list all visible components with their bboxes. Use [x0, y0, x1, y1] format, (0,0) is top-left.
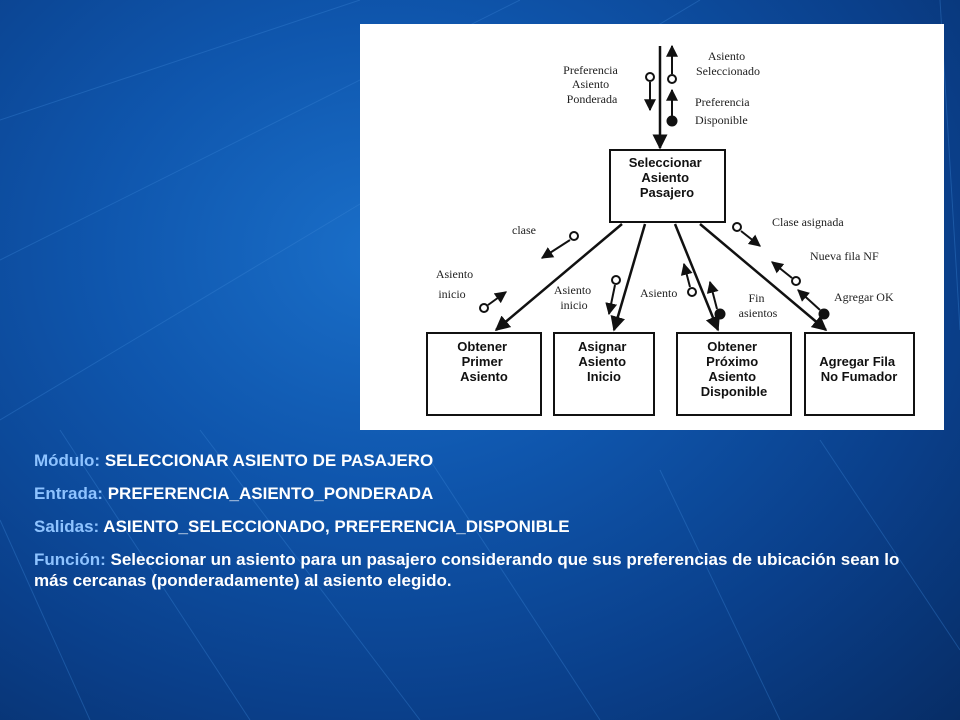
submodule-1-line-1: Obtener [457, 339, 507, 354]
couple-asiento [680, 262, 697, 297]
funcion-key: Función: [34, 550, 106, 569]
couple-asiento-inicio-1 [479, 291, 507, 313]
funcion-value: Seleccionar un asiento para un pasajero … [34, 550, 900, 590]
label-preferencia-ponderada-2: Asiento [572, 77, 609, 91]
submodule-2-line-1: Asignar [578, 339, 626, 354]
main-module-line-3: Pasajero [640, 185, 694, 200]
couple-agregar-ok [797, 289, 830, 320]
label-fin-asientos-2: asientos [739, 306, 778, 320]
submodule-1-line-2: Primer [462, 354, 503, 369]
label-agregar-ok: Agregar OK [834, 290, 894, 304]
call-line-3 [673, 223, 720, 332]
couple-fin-asientos [706, 280, 726, 320]
svg-text:Fin asientos: Fin asientos [739, 291, 778, 320]
svg-text:Seleccionar Asiento: Seleccionar Asiento Pasajero [629, 155, 706, 200]
couple-clase [540, 231, 579, 259]
submodule-box-4 [804, 332, 915, 416]
entrada-value: PREFERENCIA_ASIENTO_PONDERADA [107, 484, 434, 503]
couple-preferencia-disponible [666, 88, 678, 127]
couple-nueva-fila [771, 261, 801, 286]
label-nueva-fila: Nueva fila NF [810, 249, 879, 263]
svg-text:Obtener Próximo As: Obtener Próximo Asiento Disponible [701, 339, 767, 399]
entrada-key: Entrada: [34, 484, 103, 503]
couple-asiento-inicio-2 [605, 275, 621, 316]
structure-chart: Seleccionar Asiento Pasajero Preferencia… [360, 24, 944, 430]
submodule-box-1 [426, 332, 542, 416]
submodule-box-2 [553, 332, 655, 416]
call-line-1 [494, 223, 623, 331]
submodule-4-line-2: No Fumador [821, 369, 898, 384]
submodule-3-line-3: Asiento [708, 369, 756, 384]
svg-text:Preferencia Asiento: Preferencia Asiento Ponderada [563, 63, 621, 106]
label-asiento-inicio-1b: inicio [438, 287, 465, 301]
label-clase: clase [512, 223, 536, 237]
label-preferencia-disponible-2: Disponible [695, 113, 748, 127]
label-asiento-inicio-1a: Asiento [436, 267, 473, 281]
label-preferencia-ponderada-1: Preferencia [563, 63, 618, 77]
submodule-box-3 [676, 332, 792, 416]
submodule-3-line-4: Disponible [701, 384, 767, 399]
salidas-line: Salidas: ASIENTO_SELECCIONADO, PREFERENC… [34, 516, 914, 537]
modulo-line: Módulo: SELECCIONAR ASIENTO DE PASAJERO [34, 450, 914, 471]
module-description: Módulo: SELECCIONAR ASIENTO DE PASAJERO … [34, 450, 914, 603]
main-module-line-2: Asiento [641, 170, 689, 185]
svg-text:Preferencia Disponible: Preferencia Disponible [695, 95, 753, 127]
label-asiento-seleccionado-2: Seleccionado [696, 64, 760, 78]
salidas-key: Salidas: [34, 517, 100, 536]
label-asiento: Asiento [640, 286, 677, 300]
label-fin-asientos-1: Fin [748, 291, 764, 305]
label-asiento-inicio-2a: Asiento [554, 283, 591, 297]
main-module-box [609, 149, 726, 223]
funcion-line: Función: Seleccionar un asiento para un … [34, 549, 914, 591]
submodule-2-line-3: Inicio [587, 369, 621, 384]
svg-text:Asiento inicio: Asiento inicio [554, 283, 594, 312]
svg-text:Asiento Seleccionado: Asiento Seleccionado [696, 49, 760, 78]
label-preferencia-ponderada-3: Ponderada [567, 92, 618, 106]
couple-clase-asignada [732, 222, 761, 247]
submodule-3-line-1: Obtener [707, 339, 757, 354]
label-preferencia-disponible-1: Preferencia [695, 95, 750, 109]
submodule-2-line-2: Asiento [578, 354, 626, 369]
svg-text:Agregar Fila No Fumador: Agregar Fila No Fumador [819, 354, 898, 384]
submodule-4-line-1: Agregar Fila [819, 354, 896, 369]
call-line-2 [610, 223, 647, 332]
label-asiento-inicio-2b: inicio [560, 298, 587, 312]
submodule-1-line-3: Asiento [460, 369, 508, 384]
entrada-line: Entrada: PREFERENCIA_ASIENTO_PONDERADA [34, 483, 914, 504]
call-line-4 [699, 223, 828, 331]
label-clase-asignada: Clase asignada [772, 215, 844, 229]
svg-text:Asiento inicio: Asiento inicio [436, 267, 476, 301]
couple-asiento-seleccionado [666, 44, 678, 84]
main-module-line-1: Seleccionar [629, 155, 702, 170]
couple-preferencia-ponderada [644, 72, 656, 112]
modulo-key: Módulo: [34, 451, 101, 470]
label-asiento-seleccionado-1: Asiento [708, 49, 745, 63]
svg-text:Obtener Primer Asi: Obtener Primer Asiento [457, 339, 510, 384]
salidas-value: ASIENTO_SELECCIONADO, PREFERENCIA_DISPON… [103, 517, 570, 536]
submodule-3-line-2: Próximo [706, 354, 758, 369]
modulo-value: SELECCIONAR ASIENTO DE PASAJERO [104, 451, 434, 470]
svg-text:Asignar Asiento In: Asignar Asiento Inicio [578, 339, 630, 384]
